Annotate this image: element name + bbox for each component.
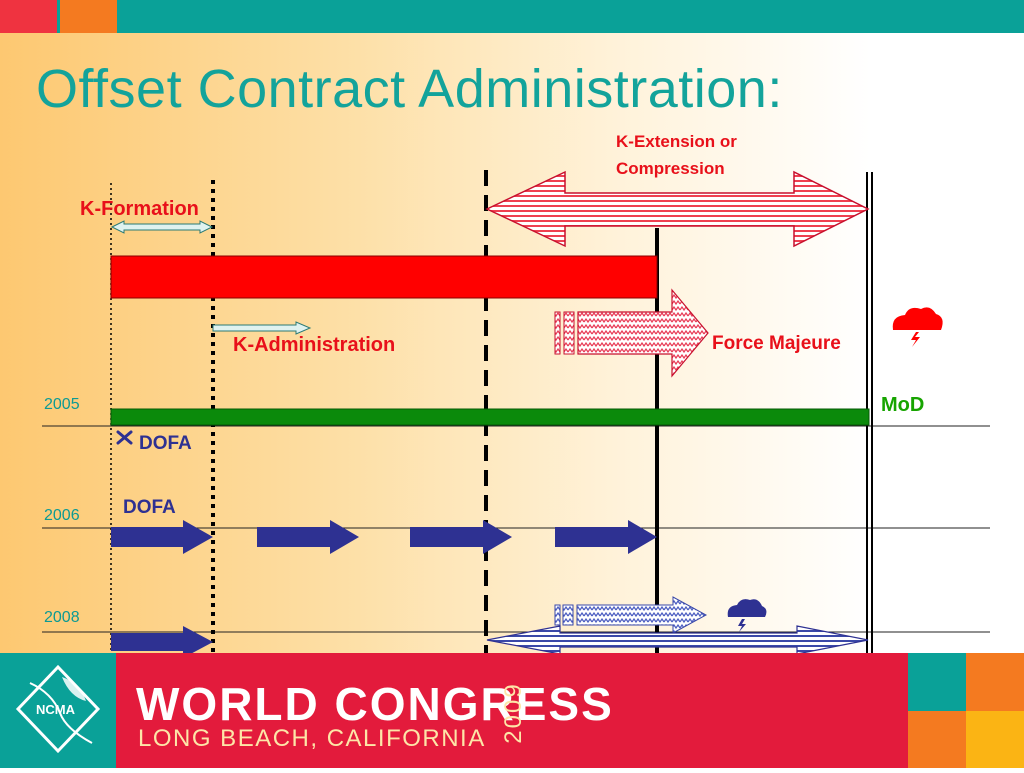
dofa-arrow-1 bbox=[111, 520, 213, 554]
year-label-2005: 2005 bbox=[44, 396, 80, 413]
k-extension-double-arrow bbox=[485, 170, 870, 248]
header-square-orange bbox=[60, 0, 117, 33]
force-majeure-tick-2 bbox=[563, 311, 575, 355]
footer-square-yellow bbox=[966, 711, 1024, 768]
footer-year: 2009 bbox=[500, 682, 527, 744]
k-formation-arrow bbox=[110, 220, 214, 234]
k-extension-line-2: Compression bbox=[616, 159, 725, 178]
force-majeure-label: Force Majeure bbox=[712, 333, 841, 354]
mod-bar bbox=[110, 408, 870, 426]
k-extension-line-1: K-Extension or bbox=[616, 132, 737, 151]
year-label-2008: 2008 bbox=[44, 609, 80, 626]
footer-square-orange bbox=[966, 653, 1024, 711]
footer-banner: NCMA WORLD CONGRESS LONG BEACH, CALIFORN… bbox=[0, 653, 1024, 768]
dofa-arrow-2 bbox=[257, 520, 359, 554]
k-administration-arrow bbox=[212, 321, 312, 335]
footer-event-title: WORLD CONGRESS bbox=[136, 678, 614, 730]
ncma-logo-icon bbox=[15, 664, 101, 754]
k-administration-label: K-Administration bbox=[233, 334, 396, 356]
dofa-x-icon bbox=[116, 430, 133, 445]
dofa-2005-label: DOFA bbox=[139, 433, 192, 454]
dofa-arrow-4 bbox=[555, 520, 657, 554]
slide-background bbox=[0, 33, 1024, 653]
dofa-2008-arrow bbox=[111, 626, 213, 658]
contract-bar bbox=[110, 255, 658, 299]
blue-double-arrow bbox=[486, 625, 869, 655]
header-bar bbox=[0, 0, 1024, 33]
storm-cloud-red-icon bbox=[892, 307, 943, 347]
mod-label: MoD bbox=[881, 394, 925, 416]
dofa-2006-label: DOFA bbox=[123, 497, 176, 518]
slide-title: Offset Contract Administration: bbox=[36, 59, 783, 119]
footer-location: LONG BEACH, CALIFORNIA bbox=[138, 725, 486, 752]
footer-square-orange-2 bbox=[908, 711, 966, 768]
ncma-logo-panel: NCMA bbox=[0, 653, 116, 768]
storm-cloud-blue-icon bbox=[727, 599, 767, 632]
footer-year-box: 2009 bbox=[500, 673, 530, 753]
k-formation-label: K-Formation bbox=[80, 198, 199, 220]
header-square-red bbox=[0, 0, 57, 33]
footer-square-teal bbox=[908, 653, 966, 711]
blue-hatched-tick-2 bbox=[562, 604, 574, 626]
ncma-logo-text: NCMA bbox=[36, 702, 75, 717]
year-label-2006: 2006 bbox=[44, 507, 80, 524]
k-extension-label: K-Extension or Compression bbox=[616, 128, 737, 182]
blue-hatched-arrow bbox=[576, 596, 708, 634]
dofa-arrow-3 bbox=[410, 520, 512, 554]
blue-hatched-tick-1 bbox=[554, 604, 561, 626]
force-majeure-tick-1 bbox=[554, 311, 561, 355]
force-majeure-arrow bbox=[577, 288, 709, 378]
